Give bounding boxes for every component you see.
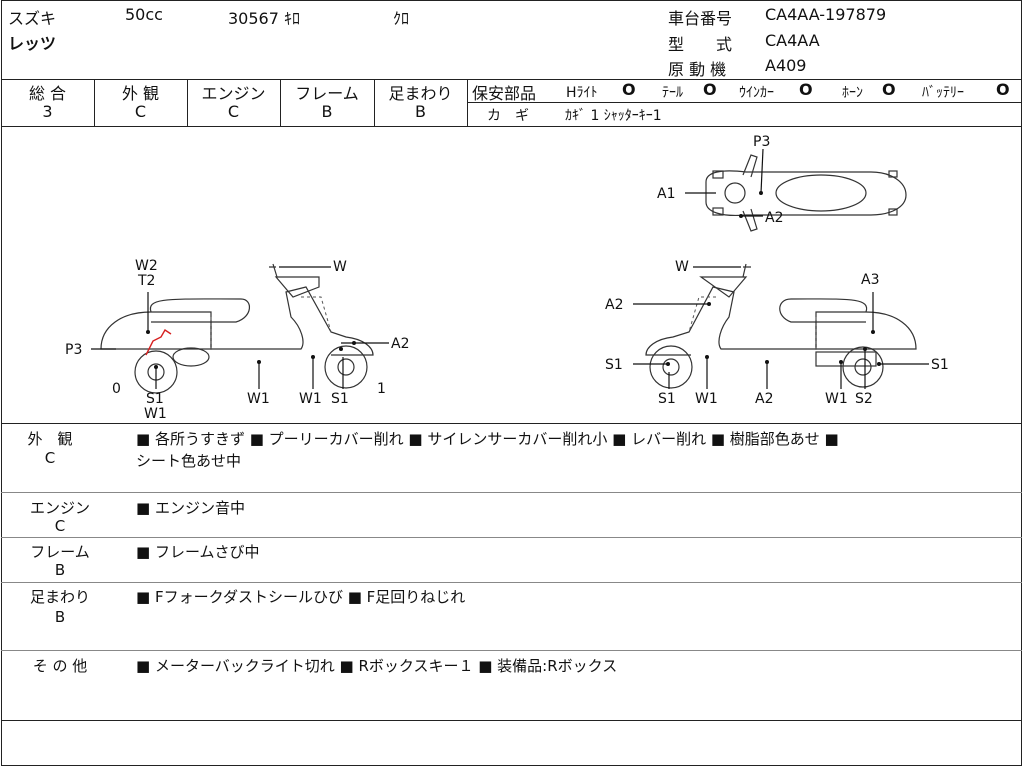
remark-engine-grade: C bbox=[54, 517, 66, 535]
key-value: ｶｷﾞ 1 ｼｬｯﾀｰｷｰ1 bbox=[565, 108, 662, 124]
grid-line bbox=[1, 79, 1022, 80]
safety-horn-label: ﾎｰﾝ bbox=[842, 85, 863, 101]
grid-line bbox=[1, 650, 1022, 651]
right-label-w: W bbox=[675, 259, 689, 275]
top-label-a1: A1 bbox=[657, 186, 675, 202]
remark-frame-line1: ■ フレームさび中 bbox=[136, 543, 260, 561]
left-label-w1-under: W1 bbox=[144, 406, 167, 422]
grid-line bbox=[280, 79, 281, 126]
type-label: 型 式 bbox=[668, 35, 733, 54]
remark-other-line1: ■ メーターバックライト切れ ■ Rボックスキー１ ■ 装備品:Rボックス bbox=[136, 657, 618, 675]
left-label-s1: S1 bbox=[146, 391, 164, 407]
left-label-p3: P3 bbox=[65, 342, 82, 358]
safety-tail-label: ﾃｰﾙ bbox=[662, 85, 683, 101]
frame-number-value: CA4AA-197879 bbox=[765, 5, 887, 24]
grid-line bbox=[187, 79, 188, 126]
color: ｸﾛ bbox=[393, 9, 410, 28]
right-label-w1-rear: W1 bbox=[825, 391, 848, 407]
remark-other-label: そ の 他 bbox=[32, 657, 88, 675]
grade-suspension-value: B bbox=[415, 102, 426, 121]
grid-line bbox=[374, 79, 375, 126]
remark-exterior-line1: ■ 各所うすきず ■ プーリーカバー削れ ■ サイレンサーカバー削れ小 ■ レバ… bbox=[136, 430, 839, 448]
grid-line bbox=[1, 537, 1022, 538]
grid-line bbox=[1, 492, 1022, 493]
grade-frame-label: フレーム bbox=[295, 84, 359, 103]
right-label-a3: A3 bbox=[861, 272, 879, 288]
scooter-left-view bbox=[100, 263, 374, 394]
scooter-top-view bbox=[705, 154, 907, 232]
top-label-p3: P3 bbox=[753, 134, 770, 150]
left-label-w1-mid: W1 bbox=[247, 391, 270, 407]
left-label-w2: W2 bbox=[135, 258, 158, 274]
maker: スズキ bbox=[8, 9, 57, 28]
safety-headlight-label: Hﾗｲﾄ bbox=[566, 85, 598, 101]
grade-frame-value: B bbox=[321, 102, 333, 121]
remark-exterior-grade: C bbox=[44, 449, 56, 467]
left-label-one: 1 bbox=[377, 381, 386, 397]
grid-line bbox=[1, 720, 1022, 721]
scooter-right-view bbox=[645, 263, 917, 389]
displacement: 50cc bbox=[125, 5, 163, 24]
grade-suspension-label: 足まわり bbox=[388, 84, 453, 103]
type-value: CA4AA bbox=[765, 31, 820, 50]
left-label-a2: A2 bbox=[391, 336, 409, 352]
mileage: 30567 ｷﾛ bbox=[228, 9, 300, 28]
left-label-w: W bbox=[333, 259, 347, 275]
right-label-s1-right: S1 bbox=[931, 357, 949, 373]
grid-line bbox=[467, 79, 468, 126]
remark-frame-grade: B bbox=[54, 561, 66, 579]
grade-engine-value: C bbox=[227, 102, 240, 121]
grid-line bbox=[1, 582, 1022, 583]
key-label: カ ギ bbox=[487, 108, 529, 124]
remark-suspension-label: 足まわり bbox=[29, 588, 90, 606]
safety-battery-mark: O bbox=[996, 80, 1010, 99]
grid-line bbox=[1, 423, 1022, 424]
safety-horn-mark: O bbox=[882, 80, 896, 99]
engine-value: A409 bbox=[765, 56, 807, 75]
grid-line bbox=[467, 102, 1022, 103]
left-label-w1-front: W1 bbox=[299, 391, 322, 407]
grade-engine-label: エンジン bbox=[201, 84, 266, 103]
grade-overall-value: 3 bbox=[42, 102, 53, 121]
frame-number-label: 車台番号 bbox=[668, 9, 733, 28]
safety-winker-mark: O bbox=[799, 80, 813, 99]
grade-overall-label: 総 合 bbox=[28, 84, 67, 103]
right-label-w1-front: W1 bbox=[695, 391, 718, 407]
remark-exterior-label: 外 観 bbox=[27, 430, 73, 448]
right-label-a2-lower: A2 bbox=[755, 391, 773, 407]
left-label-t2: T2 bbox=[137, 273, 155, 289]
grid-line bbox=[94, 79, 95, 126]
model-name: レッツ bbox=[8, 34, 57, 53]
remark-suspension-line1: ■ Fフォークダストシールひび ■ F足回りねじれ bbox=[136, 588, 466, 606]
left-label-zero: 0 bbox=[112, 381, 121, 397]
remark-frame-label: フレーム bbox=[30, 543, 90, 561]
remark-engine-label: エンジン bbox=[29, 499, 90, 517]
right-label-s1-left: S1 bbox=[605, 357, 623, 373]
left-label-s1-front: S1 bbox=[331, 391, 349, 407]
remark-suspension-grade: B bbox=[54, 608, 66, 626]
remark-engine-line1: ■ エンジン音中 bbox=[136, 499, 245, 517]
safety-headlight-mark: O bbox=[622, 80, 636, 99]
right-label-s2: S2 bbox=[855, 391, 873, 407]
grade-exterior-label: 外 観 bbox=[121, 84, 160, 103]
top-label-a2: A2 bbox=[765, 210, 783, 226]
grade-exterior-value: C bbox=[134, 102, 147, 121]
safety-title: 保安部品 bbox=[472, 84, 537, 103]
safety-winker-label: ｳｲﾝｶｰ bbox=[739, 85, 774, 101]
right-label-a2-upper: A2 bbox=[605, 297, 623, 313]
damage-diagram: W2 T2 P3 W A2 0 1 S1 W1 W1 W1 S1 P3 A1 A… bbox=[65, 134, 949, 422]
remark-exterior-line2: シート色あせ中 bbox=[136, 452, 242, 470]
safety-battery-label: ﾊﾞｯﾃﾘｰ bbox=[922, 85, 964, 101]
right-label-s1-bottom: S1 bbox=[658, 391, 676, 407]
grid-line bbox=[1, 126, 1022, 127]
engine-label: 原 動 機 bbox=[668, 60, 727, 79]
safety-tail-mark: O bbox=[703, 80, 717, 99]
